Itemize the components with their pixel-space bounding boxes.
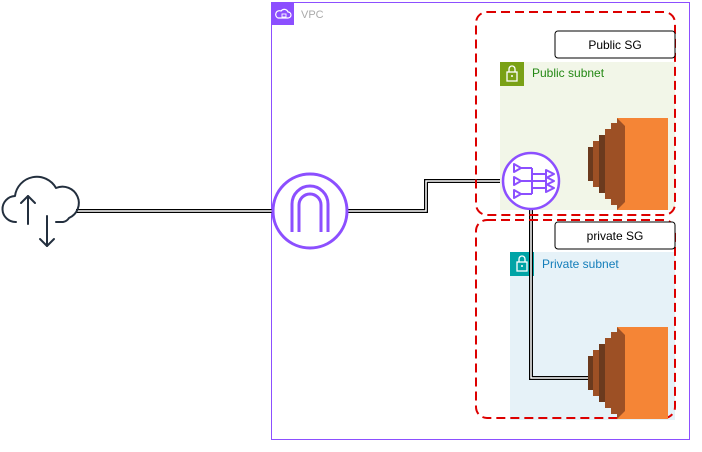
public-sg-label-box: [554, 30, 676, 59]
connector-igw-nat: [348, 179, 500, 213]
private-sg-group[interactable]: private SG: [475, 219, 676, 419]
private-subnet[interactable]: Private subnet: [510, 252, 675, 420]
padlock-icon: [500, 62, 524, 86]
public-subnet-label: Public subnet: [532, 66, 605, 80]
public-sg-group[interactable]: Public SG: [475, 11, 676, 216]
vpc-label: VPC: [301, 9, 324, 21]
ec2-instance-icon[interactable]: [588, 118, 668, 210]
public-sg-border: [475, 11, 676, 216]
vpc-border: [271, 2, 690, 440]
private-sg-border: [475, 219, 676, 419]
public-sg-label: Public SG: [588, 38, 641, 52]
internet-gateway-icon[interactable]: [271, 172, 349, 250]
cloud-upload-download-icon[interactable]: [1, 175, 80, 247]
private-sg-label-box: [554, 221, 676, 250]
ec2-instance-icon[interactable]: [588, 327, 668, 419]
vpc-icon: [272, 3, 294, 25]
nat-gateway-icon[interactable]: [501, 151, 561, 211]
connector-nat-ec2-private: [529, 207, 590, 380]
private-subnet-label: Private subnet: [542, 257, 619, 271]
vpc-group[interactable]: VPC: [271, 2, 690, 440]
private-sg-label: private SG: [587, 229, 644, 243]
